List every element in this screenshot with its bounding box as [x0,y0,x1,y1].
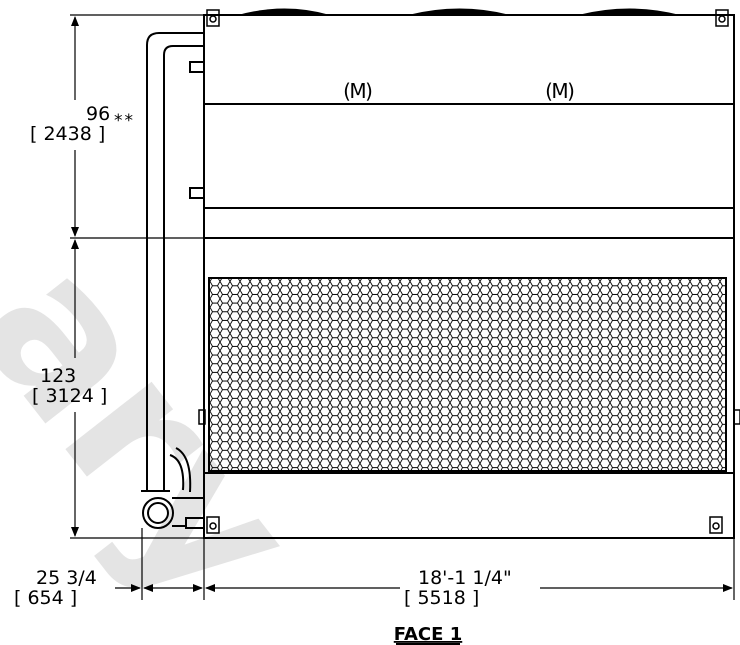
total-width-metric: [ 5518 ] [404,587,479,609]
side-offset-metric: [ 654 ] [14,587,77,609]
svg-text:): ) [567,79,575,103]
note-marker: ** [114,111,135,131]
lower-height-imperial: 123 [40,365,76,387]
external-piping [141,32,205,529]
tower-casing [203,14,735,539]
side-offset-imperial: 25 3/4 [36,567,97,589]
logos: M M ( ) ( ) [343,79,575,103]
side-tabs [198,409,740,425]
total-width-imperial: 18'-1 1/4" [418,567,512,589]
svg-text:(: ( [545,79,553,103]
svg-text:): ) [365,79,373,103]
logo-right: M [551,79,568,103]
air-inlet-louver [208,277,727,472]
lower-height-metric: [ 3124 ] [32,385,107,407]
lifting-lugs [206,9,729,534]
upper-height-metric: [ 2438 ] [30,123,105,145]
view-label: FACE 1 [394,624,462,645]
fan-shrouds [238,8,680,15]
logo-left: M [349,79,366,103]
svg-text:(: ( [343,79,351,103]
dimension-lines [70,14,735,600]
upper-height-imperial: 96 [86,103,110,125]
